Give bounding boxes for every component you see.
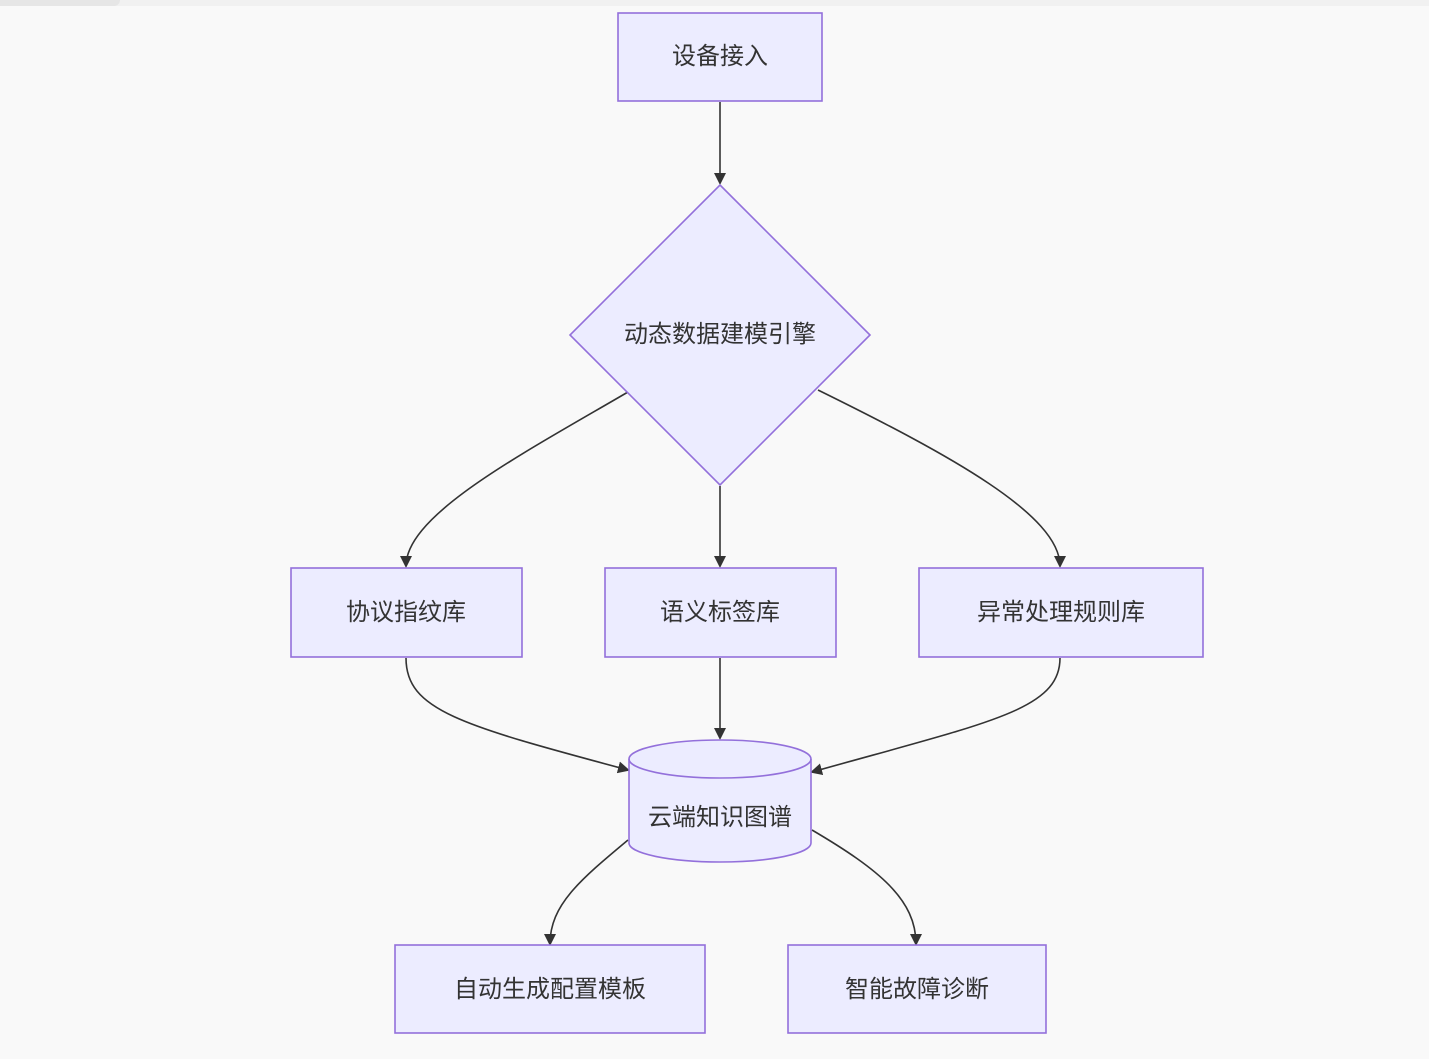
top-divider-tab — [0, 0, 120, 6]
node-label: 动态数据建模引擎 — [624, 320, 816, 348]
edge-protocol-lib-to-graph — [405, 657, 630, 774]
node-exception-rule-lib[interactable]: 异常处理规则库 — [918, 567, 1204, 658]
top-divider — [0, 0, 1429, 6]
edge-exception-lib-to-graph — [810, 657, 1061, 776]
edge-graph-to-config-template — [544, 839, 629, 946]
node-device-access[interactable]: 设备接入 — [617, 12, 823, 102]
node-semantic-tag-lib[interactable]: 语义标签库 — [604, 567, 837, 658]
node-auto-config-template[interactable]: 自动生成配置模板 — [394, 944, 706, 1034]
node-label: 智能故障诊断 — [845, 975, 989, 1003]
edge-graph-to-fault-diagnosis — [811, 829, 922, 946]
node-smart-fault-diagnosis[interactable]: 智能故障诊断 — [787, 944, 1047, 1034]
node-label: 设备接入 — [672, 42, 768, 70]
node-label: 云端知识图谱 — [648, 803, 792, 831]
node-dynamic-engine[interactable]: 动态数据建模引擎 — [568, 183, 872, 487]
node-label: 语义标签库 — [660, 598, 780, 626]
edge-engine-to-protocol-lib — [400, 391, 629, 568]
node-label: 协议指纹库 — [346, 598, 466, 626]
node-cloud-knowledge-graph[interactable]: 云端知识图谱 — [628, 739, 812, 863]
edges — [400, 102, 1066, 946]
node-protocol-fingerprint-lib[interactable]: 协议指纹库 — [290, 567, 523, 658]
node-label: 异常处理规则库 — [977, 598, 1145, 626]
node-label: 自动生成配置模板 — [454, 975, 646, 1003]
edge-engine-to-exception-lib — [817, 389, 1066, 568]
